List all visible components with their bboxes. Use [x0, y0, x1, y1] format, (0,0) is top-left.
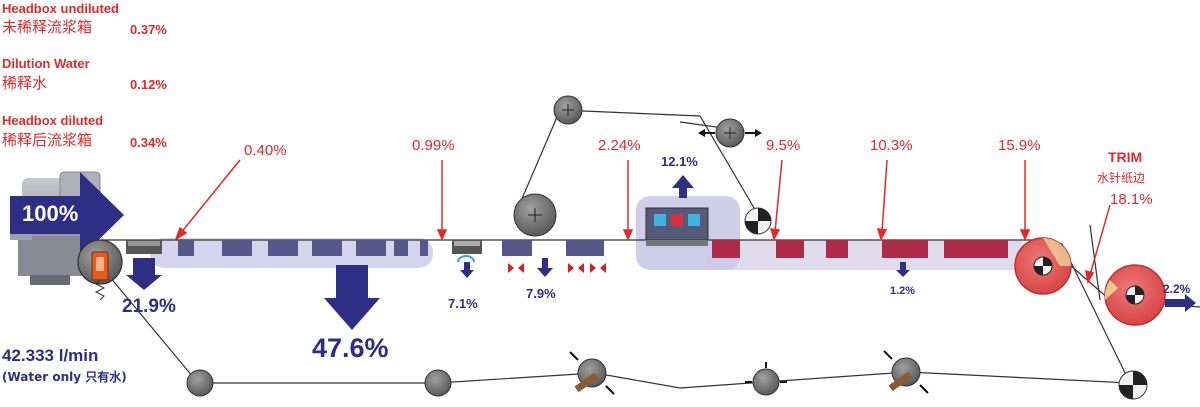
consistency-label-4: 9.5% [766, 137, 801, 154]
consistency-label-1: 0.40% [244, 142, 287, 159]
trim-zh: 水针纸边 [1097, 171, 1146, 185]
headbox-diluted-label: Headbox diluted [2, 113, 104, 128]
drain-label-reel: 2.2% [1163, 282, 1191, 296]
headbox-undiluted-zh: 未稀释流浆箱 [2, 18, 93, 36]
consistency-label-3: 2.24% [598, 137, 641, 154]
bottom-rolls [186, 350, 1148, 400]
trim-value: 18.1% [1110, 191, 1153, 208]
drain-label-foil-box: 7.1% [448, 296, 478, 311]
inflow-label: 100% [22, 201, 79, 226]
vacuum-boxes [502, 240, 606, 273]
press-boxes [712, 240, 1008, 258]
couch-roll [1014, 237, 1072, 295]
dilution-water-value: 0.12% [130, 77, 167, 92]
breast-roll [77, 239, 123, 301]
trim-label: TRIM [1108, 149, 1143, 165]
foil-box [452, 240, 482, 263]
flow-note: (Water only 只有水) [2, 370, 127, 384]
drain-label-top-hood: 12.1% [661, 154, 698, 169]
dilution-water-label: Dilution Water [2, 56, 90, 71]
inflow-arrow [10, 172, 124, 258]
consistency-label-2: 0.99% [412, 137, 455, 154]
reel-roll [1104, 264, 1166, 326]
dilution-water-zh: 稀释水 [2, 74, 48, 92]
headbox-diluted-zh: 稀释后流浆箱 [2, 131, 93, 149]
top-rolls [513, 95, 772, 237]
top-hood [645, 207, 709, 246]
consistency-label-6: 15.9% [998, 137, 1041, 154]
drain-label-forming-table: 47.6% [312, 333, 389, 363]
flow-value: 42.333 l/min [2, 346, 99, 365]
drain-arrows [126, 175, 1196, 330]
headbox-undiluted-value: 0.37% [130, 22, 167, 37]
drain-label-suction-box: 1.2% [890, 285, 916, 297]
forming-boards [126, 240, 428, 256]
consistency-pointers [174, 159, 1111, 285]
headbox-diluted-value: 0.34% [130, 135, 167, 150]
consistency-label-5: 10.3% [870, 137, 913, 154]
drain-label-breast-roll: 21.9% [122, 296, 176, 317]
headbox-undiluted-label: Headbox undiluted [2, 1, 119, 16]
drain-label-vacuum-boxes: 7.9% [526, 286, 556, 301]
